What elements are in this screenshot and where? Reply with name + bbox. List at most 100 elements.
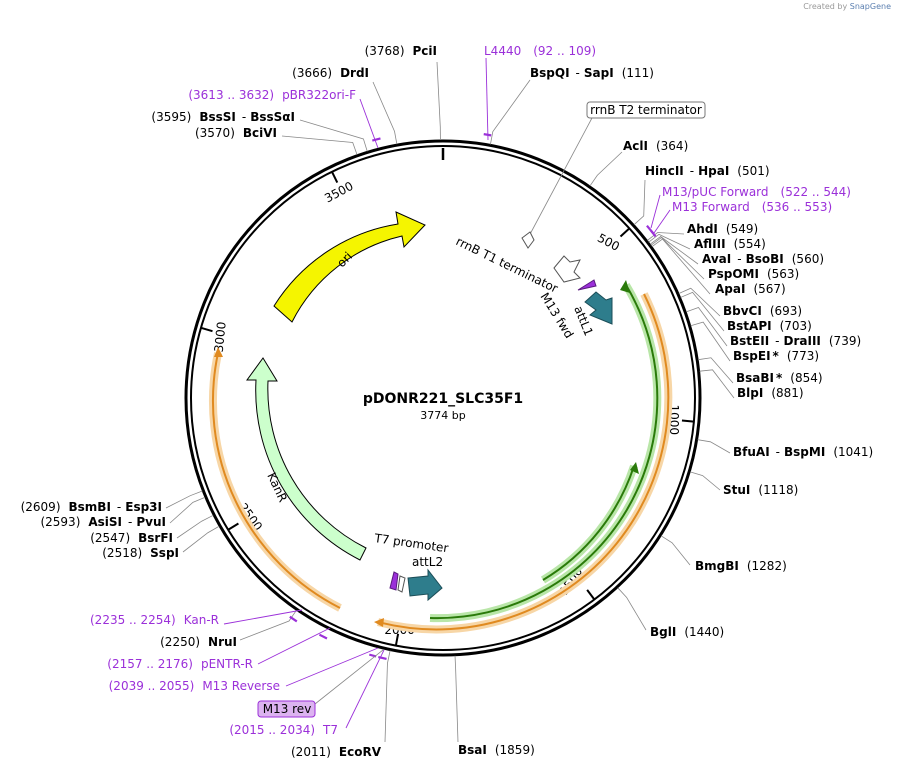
primer-label[interactable]: (2157 .. 2176)pENTR-R	[107, 657, 253, 671]
site-label-part: BspEI	[733, 349, 771, 363]
site-label-part: (2518)	[102, 546, 142, 560]
primer-site[interactable]	[378, 655, 387, 661]
site-label[interactable]: StuI(1118)	[723, 483, 798, 497]
rrnb-t2-leader	[527, 117, 593, 239]
tick-mark	[394, 633, 400, 646]
site-label[interactable]: ApaI(567)	[715, 282, 786, 296]
rrnb-t2-box[interactable]: rrnB T2 terminator	[586, 101, 706, 119]
primer-label[interactable]: (2039 .. 2055)M13 Reverse	[109, 679, 280, 693]
site-label[interactable]: (3570)BciVI	[195, 126, 277, 140]
site-label-part: (1041)	[833, 445, 873, 459]
leader-line	[239, 610, 297, 641]
leader-line	[660, 535, 691, 566]
site-label[interactable]: HincII-HpaI(501)	[645, 164, 770, 178]
site-label[interactable]: BmgBI(1282)	[695, 559, 787, 573]
site-label[interactable]: AclI(364)	[623, 139, 688, 153]
primer-site[interactable]	[372, 137, 381, 142]
site-label-part: PvuI	[136, 515, 166, 529]
site-label[interactable]: (3595)BssSI-BssSαI	[151, 110, 295, 124]
t7-promoter-marker[interactable]	[397, 575, 406, 593]
site-label-part: BlpI	[737, 386, 763, 400]
m13-rev-box[interactable]: M13 rev	[257, 700, 316, 718]
site-label[interactable]: BsaBI*(854)	[736, 371, 823, 385]
m13-rev-marker[interactable]	[389, 571, 399, 591]
site-label-part: AsiSI	[88, 515, 122, 529]
site-label-part: -	[128, 515, 132, 529]
leader-line	[680, 291, 725, 332]
site-label-part: (554)	[734, 237, 766, 251]
primer-name: pENTR-R	[201, 657, 253, 671]
leader-line	[176, 514, 214, 539]
site-label[interactable]: BlpI(881)	[737, 386, 804, 400]
site-label[interactable]: BstAPI(703)	[727, 319, 812, 333]
leader-line	[686, 307, 728, 347]
site-label[interactable]: AflIII (554)	[694, 237, 766, 251]
primer-site[interactable]	[289, 615, 298, 623]
primer-label[interactable]: (2015 .. 2034)T7	[229, 723, 338, 737]
site-label-part: BsrFI	[138, 531, 173, 545]
rrnb-t1-label: rrnB T1 terminator	[454, 234, 561, 296]
kanr-arrow[interactable]	[246, 357, 367, 561]
attl1-arrow[interactable]	[584, 291, 613, 325]
rrnb-t2-arrow[interactable]	[521, 231, 535, 249]
leader-line	[299, 119, 368, 152]
primer-label[interactable]: (3613 .. 3632)pBR322ori-F	[188, 88, 356, 102]
tick-mark	[331, 171, 339, 183]
site-label[interactable]: PspOMI(563)	[708, 267, 799, 281]
site-label[interactable]: (2250)NruI	[160, 635, 237, 649]
primer-site[interactable]	[318, 633, 328, 640]
leader-line	[281, 135, 358, 155]
site-label[interactable]: (3666)DrdI	[292, 66, 369, 80]
site-label[interactable]: BfuAI-BspMI(1041)	[733, 445, 873, 459]
site-label-part: (567)	[753, 282, 785, 296]
site-label-part: (693)	[770, 304, 802, 318]
primer-label[interactable]: (2235 .. 2254)Kan-R	[90, 613, 219, 627]
ori-feature[interactable]: ori	[273, 211, 426, 323]
primer-name: M13/pUC Forward	[662, 185, 769, 199]
site-label[interactable]: BspEI*(773)	[733, 349, 819, 363]
site-label[interactable]: BsaI(1859)	[458, 743, 535, 757]
site-label[interactable]: BglI(1440)	[650, 625, 724, 639]
kanr-feature[interactable]: KanR	[246, 357, 367, 561]
site-label[interactable]: BbvCI(693)	[723, 304, 802, 318]
site-label-part: AflIII	[694, 237, 726, 251]
site-label-part: (3666)	[292, 66, 332, 80]
site-label[interactable]: (2547)BsrFI	[90, 531, 173, 545]
site-label-part: SspI	[150, 546, 179, 560]
site-label[interactable]: (2518) SspI	[102, 546, 179, 560]
rrnb-t1-arrow[interactable]	[553, 255, 581, 283]
t7-promoter-label: T7 promoter	[373, 531, 450, 555]
leader-line	[650, 237, 705, 280]
attl2-arrow[interactable]	[407, 568, 443, 602]
primer-range: (536 .. 553)	[762, 200, 832, 214]
primer-label[interactable]: M13/pUC Forward (522 .. 544)	[662, 185, 851, 199]
site-label-part: (2250)	[160, 635, 200, 649]
primer-name: T7	[322, 723, 338, 737]
site-label[interactable]: BspQI-SapI(111)	[530, 66, 654, 80]
attl2-label: attL2	[412, 555, 443, 569]
m13-fwd-marker[interactable]	[577, 279, 597, 291]
site-label[interactable]: (3768)PciI	[365, 44, 437, 58]
primer-label[interactable]: L4440(92 .. 109)	[484, 44, 596, 58]
site-label-part: BstAPI	[727, 319, 772, 333]
site-label[interactable]: (2593)AsiSI-PvuI	[40, 515, 166, 529]
site-label-part: (773)	[787, 349, 819, 363]
site-label-part: (2011)	[291, 745, 331, 759]
site-label[interactable]: (2609)BsmBI-Esp3I	[21, 500, 162, 514]
primer-range: (3613 .. 3632)	[188, 88, 274, 102]
site-label-part: BssSI	[199, 110, 236, 124]
ori-arrow[interactable]	[273, 211, 426, 323]
primer-leader	[257, 627, 331, 665]
leader-line	[647, 232, 685, 241]
primer-label[interactable]: M13 Forward(536 .. 553)	[672, 200, 832, 214]
primer-range: (2235 .. 2254)	[90, 613, 176, 627]
site-label[interactable]: AhdI(549)	[687, 222, 758, 236]
leader-line	[633, 179, 646, 225]
primer-site[interactable]	[650, 229, 657, 238]
primer-range: (522 .. 544)	[781, 185, 851, 199]
site-label[interactable]: (2011)EcoRV	[291, 745, 382, 759]
primer-leader	[485, 57, 489, 141]
site-label[interactable]: BstEII-DraIII(739)	[730, 334, 861, 348]
m13-rev-box-label: M13 rev	[263, 702, 312, 716]
site-label[interactable]: AvaI-BsoBI(560)	[702, 252, 824, 266]
